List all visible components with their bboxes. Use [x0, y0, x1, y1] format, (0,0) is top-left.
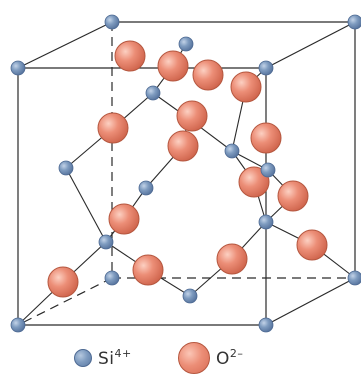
legend-o-charge: 2– [229, 347, 244, 360]
oxygen-ions [47, 40, 328, 298]
legend-si-charge: 4+ [114, 347, 132, 360]
o-ion-swatch [178, 342, 210, 374]
si-ion [260, 162, 276, 178]
o-ion [132, 254, 164, 286]
legend: Si4+ O2– [0, 340, 361, 380]
o-ion [176, 100, 208, 132]
si-ion [98, 234, 114, 250]
o-ion [296, 229, 328, 261]
si-ion-swatch [74, 349, 92, 367]
o-ion [108, 203, 140, 235]
o-ion [277, 180, 309, 212]
si-ion [258, 317, 274, 333]
cell-edge-top-left [17, 21, 113, 69]
si-ion [138, 180, 154, 196]
si-ion [104, 14, 120, 30]
o-ion [230, 71, 262, 103]
o-ion [167, 130, 199, 162]
o-ion [192, 59, 224, 91]
si-ion [182, 288, 198, 304]
legend-item-si: Si4+ [74, 340, 132, 376]
legend-item-o: O2– [178, 340, 243, 376]
cell-edge-top-right [265, 21, 356, 69]
legend-si-symbol: Si [98, 349, 115, 369]
si-ion [178, 36, 194, 52]
o-ion [250, 122, 282, 154]
cell-edge-bottom-right [265, 277, 356, 326]
o-ion [97, 112, 129, 144]
si-ion [347, 270, 361, 286]
cell-edge-hidden-diagonal [17, 277, 113, 326]
o-ion [114, 40, 146, 72]
bond-chain-left-down [65, 167, 107, 243]
unit-cell-hidden-edges [17, 22, 355, 326]
si-ion [224, 143, 240, 159]
o-ion [238, 166, 270, 198]
o-ion [216, 243, 248, 275]
si-ion [104, 270, 120, 286]
o-ion [47, 266, 79, 298]
si-ion [258, 60, 274, 76]
si-ion [10, 317, 26, 333]
legend-label-si: Si4+ [98, 347, 132, 369]
legend-label-o: O2– [216, 347, 243, 369]
o-ion [157, 50, 189, 82]
silicon-ions [10, 14, 361, 333]
si-ion [258, 214, 274, 230]
legend-o-symbol: O [216, 349, 230, 369]
si-ion [347, 14, 361, 30]
unit-cell-edges [17, 21, 356, 326]
si-ion [145, 85, 161, 101]
si-ion [10, 60, 26, 76]
si-ion [58, 160, 74, 176]
